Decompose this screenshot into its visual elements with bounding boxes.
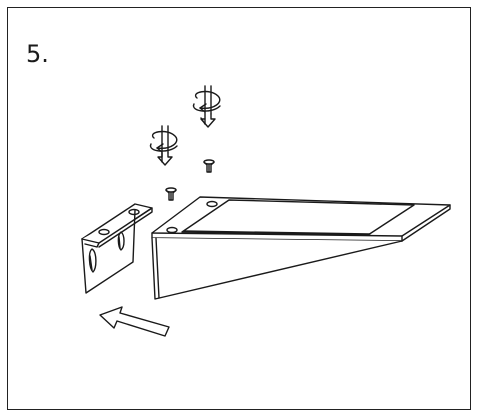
screw — [203, 159, 215, 173]
insert-direction-arrow — [99, 306, 170, 337]
step-number: 5. — [26, 40, 49, 68]
rotate-screw-icon — [149, 125, 178, 166]
mounting-bracket — [81, 203, 153, 294]
screw — [165, 187, 177, 201]
rotate-screw-icon — [192, 85, 221, 128]
shelf-arm — [151, 196, 451, 300]
